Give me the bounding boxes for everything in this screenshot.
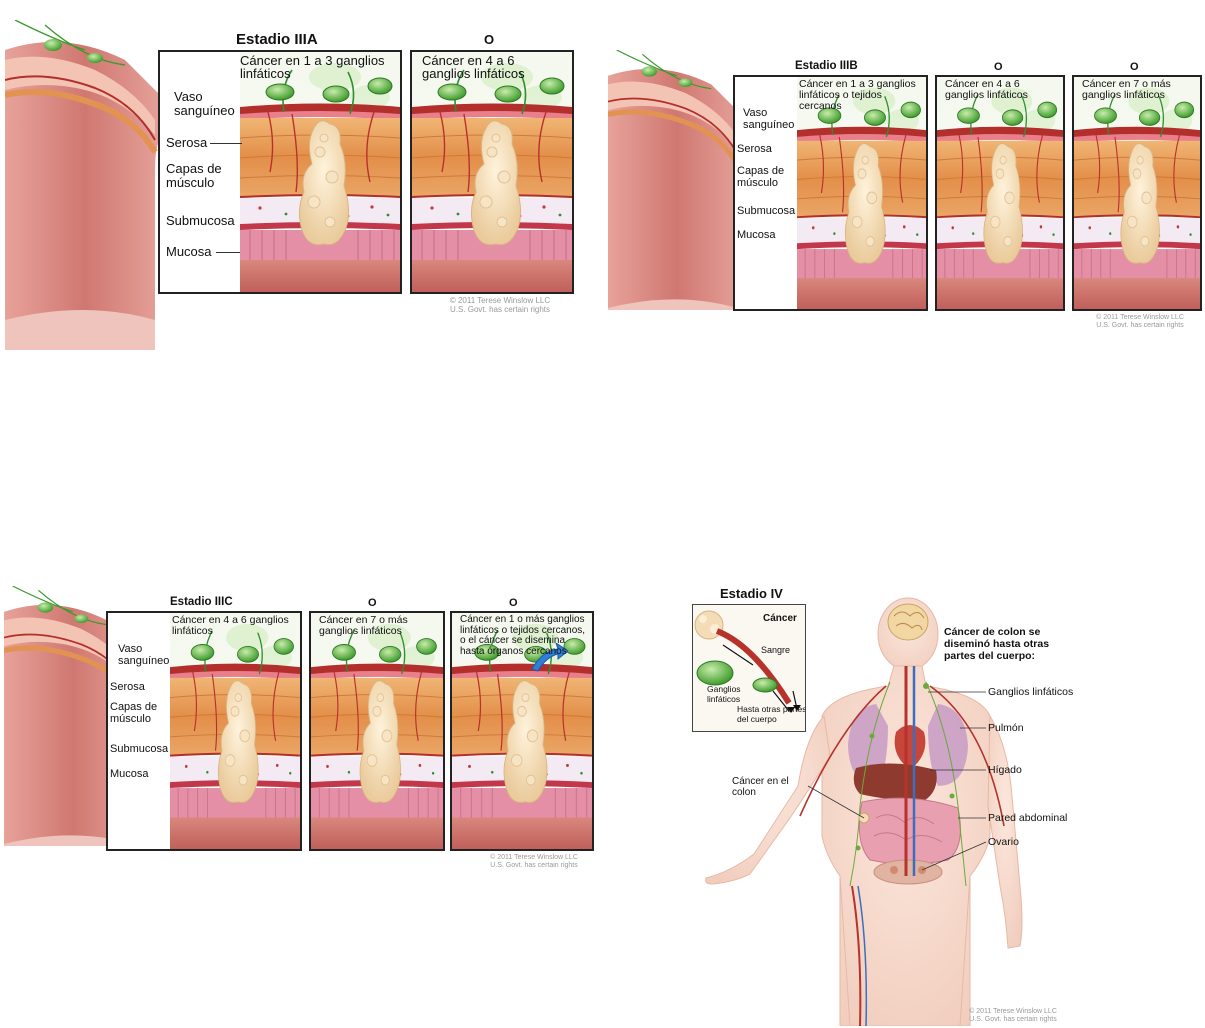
panel-caption: Cáncer en 4 a 6 ganglios linfáticos xyxy=(422,54,562,80)
or-label: O xyxy=(1130,61,1139,73)
colon-cutaway-illustration xyxy=(608,50,748,310)
tissue-cross-section xyxy=(937,77,1063,309)
label-vaso-sanguineo: Vaso sanguíneo xyxy=(118,643,174,667)
tissue-panel-1: Cáncer en 4 a 6 ganglios linfáticos Vaso… xyxy=(106,611,302,851)
stage-iiic-figure: Estadio IIIC O O Cáncer en 4 a 6 ganglio… xyxy=(4,586,596,876)
label-serosa: Serosa xyxy=(737,143,772,155)
or-label: O xyxy=(509,597,518,609)
inset-spread-detail: Cáncer Sangre Ganglios linfáticos Hasta … xyxy=(692,604,806,732)
or-label: O xyxy=(368,597,377,609)
tissue-cross-section xyxy=(170,613,300,849)
label-pared-abdominal: Pared abdominal xyxy=(988,812,1067,824)
label-serosa: Serosa xyxy=(110,681,145,693)
panel-caption: Cáncer en 7 o más ganglios linfáticos xyxy=(319,615,437,637)
panel-caption: Cáncer en 1 o más ganglios linfáticos o … xyxy=(460,615,592,657)
label-submucosa: Submucosa xyxy=(110,743,168,755)
stage-iiia-figure: Estadio IIIA O Cáncer en 1 a 3 ganglios … xyxy=(0,20,590,350)
panel-caption: Cáncer en 1 a 3 ganglios linfáticos xyxy=(240,54,390,80)
label-mucosa: Mucosa xyxy=(166,245,212,259)
panel-caption: Cáncer en 4 a 6 ganglios linfáticos xyxy=(172,615,292,637)
inset-label-cancer: Cáncer xyxy=(763,613,797,624)
stage-title: Estadio IIIA xyxy=(236,31,318,48)
or-label: O xyxy=(994,61,1003,73)
stage-title: Estadio IIIC xyxy=(170,596,233,608)
tissue-cross-section xyxy=(240,52,400,292)
tissue-panel-1: Cáncer en 1 a 3 ganglios linfáticos Vaso… xyxy=(158,50,402,294)
tissue-panel-1: Cáncer en 1 a 3 ganglios linfáticos o te… xyxy=(733,75,928,311)
leader-line xyxy=(216,252,240,253)
leader-line xyxy=(210,143,242,144)
label-vaso-sanguineo: Vaso sanguíneo xyxy=(743,107,799,131)
colon-cutaway-illustration xyxy=(5,20,175,350)
label-capas-de-musculo: Capas de músculo xyxy=(110,701,166,725)
tissue-panel-2: Cáncer en 7 o más ganglios linfáticos xyxy=(309,611,445,851)
panel-caption: Cáncer en 1 a 3 ganglios linfáticos o te… xyxy=(799,79,927,112)
label-mucosa: Mucosa xyxy=(737,229,776,241)
inset-label-ganglios: Ganglios linfáticos xyxy=(707,685,753,704)
label-cancer-en-el-colon: Cáncer en el colon xyxy=(732,776,808,798)
label-mucosa: Mucosa xyxy=(110,768,149,780)
inset-label-sangre: Sangre xyxy=(761,645,790,655)
tissue-cross-section xyxy=(311,613,443,849)
stage-iv-figure: Estadio IV Cáncer Sangre Ganglios linfát… xyxy=(690,586,1090,1026)
label-submucosa: Submucosa xyxy=(737,205,795,217)
or-label: O xyxy=(484,32,494,47)
label-pulmon: Pulmón xyxy=(988,722,1024,734)
panel-caption: Cáncer en 7 o más ganglios linfáticos xyxy=(1082,79,1194,101)
stage-iv-heading: Cáncer de colon se diseminó hasta otras … xyxy=(944,626,1064,662)
label-serosa: Serosa xyxy=(166,136,207,150)
label-submucosa: Submucosa xyxy=(166,214,235,228)
label-vaso-sanguineo: Vaso sanguíneo xyxy=(174,90,244,118)
label-capas-de-musculo: Capas de músculo xyxy=(737,165,793,189)
inset-label-hasta: Hasta otras partes del cuerpo xyxy=(737,705,806,724)
panel-caption: Cáncer en 4 a 6 ganglios linfáticos xyxy=(945,79,1057,101)
tissue-panel-3: Cáncer en 1 o más ganglios linfáticos o … xyxy=(450,611,594,851)
tissue-panel-3: Cáncer en 7 o más ganglios linfáticos xyxy=(1072,75,1202,311)
stage-title: Estadio IV xyxy=(720,586,783,601)
label-ovario: Ovario xyxy=(988,836,1019,848)
tissue-panel-2: Cáncer en 4 a 6 ganglios linfáticos xyxy=(935,75,1065,311)
tissue-panel-2: Cáncer en 4 a 6 ganglios linfáticos xyxy=(410,50,574,294)
tissue-cross-section xyxy=(412,52,572,292)
label-ganglios-linfaticos: Ganglios linfáticos xyxy=(988,686,1073,698)
label-capas-de-musculo: Capas de músculo xyxy=(166,162,238,190)
stage-iiib-figure: Estadio IIIB O O Cáncer en 1 a 3 ganglio… xyxy=(608,50,1203,340)
tissue-cross-section xyxy=(1074,77,1200,309)
label-higado: Hígado xyxy=(988,764,1022,776)
stage-title: Estadio IIIB xyxy=(795,60,858,72)
